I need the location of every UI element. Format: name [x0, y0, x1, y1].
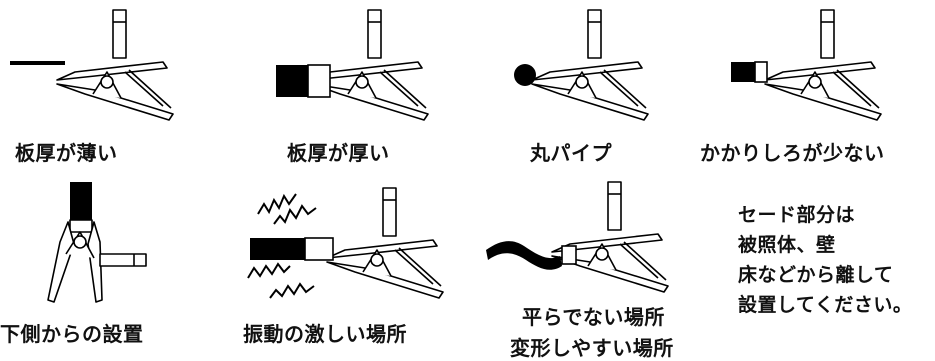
vibration-diagram: [240, 180, 444, 310]
caption-uneven-1: 平らでない場所: [522, 305, 665, 329]
caption-round-pipe: 丸パイプ: [530, 141, 612, 165]
wavy-plate: [486, 241, 562, 270]
small-grip-black: [731, 62, 755, 82]
note-line-1: セード部分は: [738, 204, 856, 226]
round-pipe-diagram: [508, 9, 658, 121]
round-pipe: [514, 64, 536, 86]
from-below-diagram: [30, 182, 170, 317]
caption-from-below: 下側からの設置: [0, 322, 144, 346]
vibration-plate-outline: [304, 237, 334, 261]
note-line-4: 設置してください。: [738, 294, 913, 316]
caption-uneven-2: 変形しやすい場所: [510, 336, 674, 360]
vibration-plate-black: [250, 238, 305, 260]
small-grip-outline: [754, 61, 768, 83]
thin-plate: [10, 61, 65, 65]
caution-note: セード部分は被照体、壁床などから離して設置してください。: [738, 200, 912, 320]
thin-plate-diagram: [0, 9, 174, 121]
caption-small-grip: かかりしろが少ない: [700, 141, 885, 165]
caption-thin-plate: 板厚が薄い: [15, 141, 118, 165]
note-line-2: 被照体、壁: [738, 234, 836, 256]
caption-vibration: 振動の激しい場所: [243, 322, 407, 346]
thick-plate-diagram: [270, 9, 430, 121]
thick-plate-outline: [307, 64, 331, 98]
thick-plate-black: [276, 65, 308, 97]
caption-thick-plate: 板厚が厚い: [287, 141, 390, 165]
small-grip-diagram: [725, 9, 885, 121]
uneven-diagram: [480, 181, 669, 302]
note-line-3: 床などから離して: [738, 264, 894, 286]
